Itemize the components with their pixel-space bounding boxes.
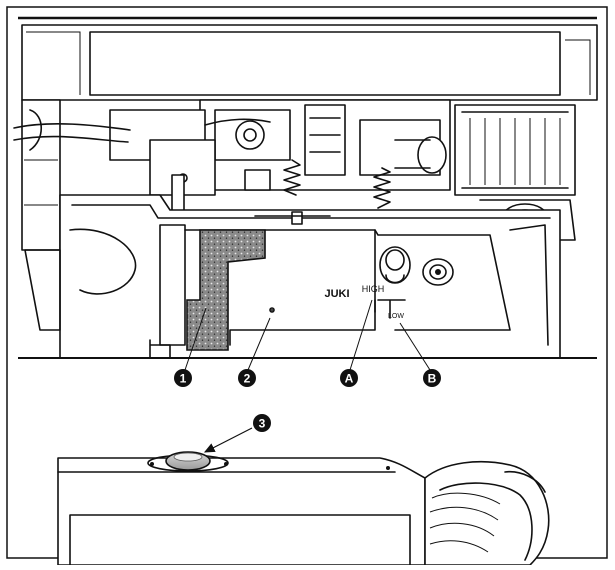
callout-b: B	[423, 369, 441, 387]
callout-1: 1	[174, 369, 192, 387]
callout-3-label: 3	[259, 417, 266, 431]
oil-level-low-label: LOW	[388, 313, 404, 320]
lower-panel	[57, 451, 550, 566]
callout-2-label: 2	[244, 372, 251, 386]
brand-label: JUKI	[324, 288, 349, 300]
oil-level-high-label: HIGH	[362, 284, 385, 294]
callout-a-label: A	[345, 372, 354, 386]
upper-panel: JUKI HIGH LOW	[13, 16, 598, 359]
callout-3: 3	[253, 414, 271, 432]
leader-lines	[184, 299, 431, 371]
callout-a: A	[340, 369, 358, 387]
callout-b-label: B	[428, 372, 437, 386]
callout-1-label: 1	[180, 372, 187, 386]
felt-pad	[186, 229, 266, 351]
oil-cap-arrow	[203, 427, 253, 453]
callout-2: 2	[238, 369, 256, 387]
